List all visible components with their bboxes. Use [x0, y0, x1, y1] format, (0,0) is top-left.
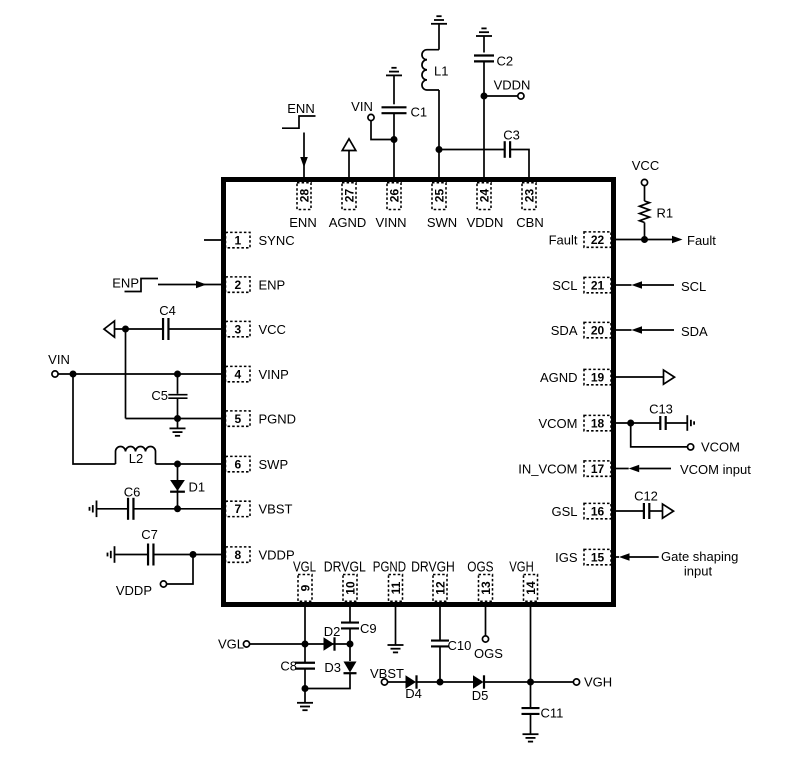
svg-text:VGL: VGL — [293, 559, 316, 575]
svg-text:C4: C4 — [159, 303, 176, 318]
svg-text:25: 25 — [432, 189, 446, 203]
svg-text:SWN: SWN — [427, 215, 457, 230]
svg-text:SYNC: SYNC — [259, 233, 295, 248]
svg-text:AGND: AGND — [329, 215, 367, 230]
svg-text:D5: D5 — [472, 688, 489, 703]
svg-text:VDDN: VDDN — [467, 215, 504, 230]
svg-text:21: 21 — [591, 278, 605, 292]
svg-text:11: 11 — [389, 581, 403, 594]
svg-text:DRVGH: DRVGH — [411, 559, 455, 575]
svg-text:SCL: SCL — [552, 278, 577, 293]
svg-text:1: 1 — [234, 233, 241, 247]
svg-text:2: 2 — [234, 278, 241, 292]
svg-text:ENN: ENN — [287, 101, 314, 116]
svg-text:CBN: CBN — [516, 215, 543, 230]
svg-text:26: 26 — [387, 189, 401, 203]
svg-text:5: 5 — [234, 412, 241, 426]
svg-text:L2: L2 — [129, 451, 143, 466]
svg-text:VIN: VIN — [48, 352, 70, 367]
svg-text:4: 4 — [234, 367, 241, 381]
svg-text:OGS: OGS — [474, 646, 503, 661]
svg-text:VDDN: VDDN — [494, 78, 531, 93]
svg-text:15: 15 — [591, 550, 605, 564]
svg-text:C7: C7 — [141, 527, 158, 542]
svg-text:VINN: VINN — [375, 215, 406, 230]
svg-text:L1: L1 — [434, 64, 448, 79]
svg-text:IN_VCOM: IN_VCOM — [518, 461, 577, 476]
svg-text:PGND: PGND — [259, 411, 297, 426]
svg-text:VIN: VIN — [351, 99, 373, 114]
svg-text:VGL: VGL — [218, 637, 244, 652]
svg-text:VCC: VCC — [259, 322, 286, 337]
svg-text:VGH: VGH — [584, 675, 612, 690]
svg-text:ENN: ENN — [289, 215, 316, 230]
svg-text:VDDP: VDDP — [259, 547, 295, 562]
svg-text:C12: C12 — [634, 489, 658, 504]
svg-text:18: 18 — [591, 416, 605, 430]
svg-text:D4: D4 — [405, 686, 422, 701]
svg-text:SCL: SCL — [681, 279, 706, 294]
svg-text:VCOM input: VCOM input — [680, 462, 751, 477]
svg-text:14: 14 — [524, 581, 538, 595]
svg-text:6: 6 — [234, 457, 241, 471]
svg-text:C8: C8 — [280, 659, 297, 674]
svg-text:VCOM: VCOM — [701, 440, 740, 455]
svg-text:24: 24 — [477, 189, 491, 203]
svg-text:C5: C5 — [151, 388, 168, 403]
svg-text:3: 3 — [234, 322, 241, 336]
svg-text:22: 22 — [591, 233, 605, 247]
svg-text:VCC: VCC — [632, 158, 659, 173]
svg-text:C13: C13 — [649, 402, 673, 417]
svg-text:IGS: IGS — [555, 550, 578, 565]
svg-text:VCOM: VCOM — [539, 416, 578, 431]
svg-text:VINP: VINP — [259, 367, 289, 382]
svg-text:28: 28 — [297, 189, 311, 203]
svg-text:ENP: ENP — [259, 277, 286, 292]
svg-text:23: 23 — [522, 189, 536, 203]
svg-text:VBST: VBST — [370, 666, 404, 681]
svg-text:12: 12 — [433, 581, 447, 595]
svg-text:VBST: VBST — [259, 502, 293, 517]
svg-text:input: input — [684, 564, 713, 579]
svg-text:7: 7 — [234, 502, 241, 516]
svg-text:Fault: Fault — [549, 232, 578, 247]
svg-text:DRVGL: DRVGL — [324, 559, 366, 575]
svg-text:D3: D3 — [324, 660, 341, 675]
svg-text:R1: R1 — [657, 206, 674, 221]
svg-text:20: 20 — [591, 323, 605, 337]
svg-text:VGH: VGH — [509, 559, 534, 575]
svg-text:C3: C3 — [503, 128, 520, 143]
svg-text:AGND: AGND — [540, 370, 578, 385]
svg-text:Fault: Fault — [687, 233, 716, 248]
svg-text:ENP: ENP — [112, 276, 139, 291]
svg-text:C6: C6 — [124, 485, 141, 500]
svg-text:9: 9 — [298, 584, 312, 591]
svg-text:Gate shaping: Gate shaping — [661, 549, 738, 564]
svg-text:D2: D2 — [324, 624, 341, 639]
svg-text:16: 16 — [591, 504, 605, 518]
svg-text:SDA: SDA — [681, 324, 708, 339]
svg-text:27: 27 — [342, 189, 356, 203]
svg-text:C11: C11 — [541, 706, 564, 721]
svg-text:C9: C9 — [360, 621, 377, 636]
svg-text:13: 13 — [479, 581, 493, 595]
svg-text:SWP: SWP — [259, 457, 289, 472]
svg-text:17: 17 — [591, 462, 605, 476]
svg-text:PGND: PGND — [373, 559, 406, 575]
svg-text:C10: C10 — [448, 638, 472, 653]
svg-text:8: 8 — [234, 548, 241, 562]
svg-text:GSL: GSL — [551, 504, 577, 519]
svg-text:D1: D1 — [189, 480, 206, 495]
svg-text:C1: C1 — [411, 105, 428, 120]
svg-text:OGS: OGS — [467, 559, 493, 575]
svg-text:C2: C2 — [497, 54, 514, 69]
svg-text:10: 10 — [343, 581, 357, 595]
svg-text:VDDP: VDDP — [116, 583, 152, 598]
svg-text:19: 19 — [591, 370, 605, 384]
svg-text:SDA: SDA — [551, 323, 578, 338]
